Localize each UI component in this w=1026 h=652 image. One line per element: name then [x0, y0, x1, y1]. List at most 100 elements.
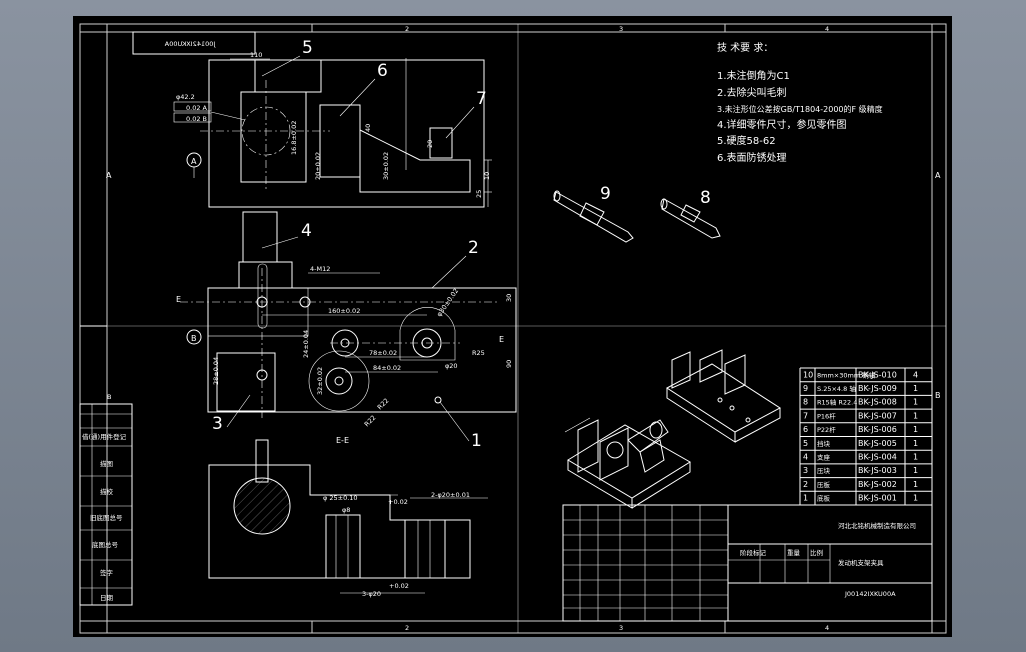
dim-160: 160±0.02 — [328, 307, 360, 315]
zone-bottom-4: 4 — [825, 624, 829, 632]
dim-30b: 30 — [505, 294, 513, 302]
title-stage: 阶段标记 — [740, 548, 767, 557]
balloon-9: 9 — [600, 184, 611, 204]
drawing-number-box: J00142IXKU00A — [132, 31, 256, 55]
sidebar-date: 日期 — [100, 594, 114, 602]
bom-code: BK-JS-007 — [858, 411, 897, 420]
drawing-canvas: 2 3 4 2 3 4 A A B B 借(通)用件登记 描图 描校 旧底图总号… — [79, 23, 947, 634]
gdt-frame-2 — [173, 112, 212, 123]
balloon-2: 2 — [468, 238, 479, 258]
balloon-5: 5 — [302, 38, 313, 58]
dim-phi20a: φ20 — [445, 362, 458, 370]
sidebar-table: B 借(通)用件登记 描图 描校 旧底图总号 底图总号 签字 日期 — [79, 393, 133, 606]
dim-10: 10 — [483, 172, 491, 180]
bom-code: BK-JS-010 — [858, 370, 897, 379]
zone-top-4: 4 — [825, 25, 829, 33]
tech-item-4: 4.详细零件尺寸，参见零件图 — [717, 118, 847, 131]
sidebar-old-no: 旧底图总号 — [90, 513, 123, 522]
svg-text:B: B — [191, 334, 197, 343]
part-9-iso: 9 — [553, 184, 634, 243]
tech-heading: 技 术要 求： — [717, 41, 773, 54]
dim-84: 84±0.02 — [373, 364, 401, 372]
front-view: φ42.2 0.02 A 0.02 B 110 16.8±0.02 20±0.0… — [173, 38, 492, 208]
dim-phi25: φ 25±0.10 — [323, 494, 358, 502]
tech-item-1: 1.未注倒角为C1 — [717, 69, 790, 82]
bom-qty: 1 — [913, 480, 918, 489]
dim-30: 30±0.02 — [382, 152, 390, 180]
title-block: 河北北铭机械制造有限公司 发动机支架夹具 阶段标记 重量 比例 J00142IX… — [562, 504, 933, 622]
outer-frame — [79, 23, 947, 634]
tech-item-2: 2.去除尖叫毛刺 — [717, 86, 787, 99]
bom-code: BK-JS-004 — [858, 453, 897, 462]
bom-no: 7 — [803, 411, 808, 420]
gdt-1: 0.02 A — [186, 104, 208, 112]
gdt-frame-1 — [173, 101, 212, 112]
title-drawing-no: J00142IXKU00A — [844, 590, 896, 598]
sidebar-b: B — [107, 393, 111, 401]
bom-no: 5 — [803, 439, 808, 448]
bom-qty: 1 — [913, 439, 918, 448]
drawing-number-mirror: J00142IXKU00A — [164, 40, 216, 48]
dim-4-m12: 4-M12 — [310, 265, 330, 273]
bom-code: BK-JS-006 — [858, 425, 897, 434]
zone-bottom-3: 3 — [619, 624, 623, 632]
dim-16-8: 16.8±0.02 — [290, 121, 298, 155]
bom-qty: 1 — [913, 384, 918, 393]
dim-r25: R25 — [472, 349, 485, 357]
dim-40: 40 — [364, 124, 372, 132]
bom-no: 3 — [803, 466, 808, 475]
tech-item-5: 5.硬度58-62 — [717, 134, 776, 147]
svg-text:A: A — [191, 157, 197, 166]
title-company: 河北北铭机械制造有限公司 — [838, 521, 916, 530]
bom-no: 9 — [803, 384, 808, 393]
top-view: E E B 4-M12 160±0.02 78±0.02 84±0.02 R25… — [176, 211, 517, 451]
bom-name: 挡块 — [817, 439, 831, 448]
dim-90: 90 — [505, 360, 513, 368]
title-weight: 重量 — [787, 549, 801, 557]
bom-code: BK-JS-005 — [858, 439, 897, 448]
tech-item-3: 3.未注形位公差按GB/T1804-2000的F 级精度 — [717, 104, 883, 114]
zone-right-b: B — [935, 391, 941, 400]
bom-name: 支座 — [817, 453, 831, 462]
dim-28: 28±0.04 — [212, 357, 220, 385]
bom-code: BK-JS-001 — [858, 494, 897, 503]
dim-2phi20: 2-φ20±0.01 — [431, 491, 470, 499]
bom-qty: 1 — [913, 466, 918, 475]
bom-name: 8mm×30mm 销轴 — [817, 370, 876, 379]
assembly-iso — [564, 417, 691, 509]
tech-requirements: 技 术要 求： 1.未注倒角为C1 2.去除尖叫毛刺 3.未注形位公差按GB/T… — [717, 41, 883, 164]
bom-name: S.25×4.8 轴 — [817, 384, 856, 393]
bom-name: 压块 — [817, 466, 831, 475]
section-mark-e-left: E — [176, 295, 181, 304]
bom-name: P22杆 — [817, 425, 836, 434]
section-view: E-E φ 25±0.10 φ8 +0.02 2-φ20±0.01 +0.02 … — [208, 436, 488, 598]
bom-no: 6 — [803, 425, 808, 434]
dim-r22a: R22 — [376, 397, 391, 412]
dim-25: 25 — [475, 190, 483, 198]
bom-code: BK-JS-003 — [858, 466, 897, 475]
bom-no: 2 — [803, 480, 808, 489]
bom-name: 压板 — [817, 480, 831, 489]
dim-r22b: R22 — [363, 414, 378, 429]
title-name: 发动机支架夹具 — [838, 558, 884, 567]
bom-qty: 1 — [913, 494, 918, 503]
balloon-1: 1 — [471, 431, 482, 451]
bom-qty: 1 — [913, 425, 918, 434]
dim-32: 32±0.02 — [316, 367, 324, 395]
section-label: E-E — [336, 436, 349, 445]
bom-no: 1 — [803, 494, 808, 503]
dim-24: 24±0.04 — [302, 330, 310, 358]
balloon-6: 6 — [377, 61, 388, 81]
bom-qty: 1 — [913, 398, 918, 407]
zone-top-3: 3 — [619, 25, 623, 33]
zone-left-a: A — [106, 171, 112, 180]
bom-code: BK-JS-008 — [858, 398, 897, 407]
dim-110: 110 — [250, 51, 262, 59]
balloon-3: 3 — [212, 414, 223, 434]
zone-bottom-2: 2 — [405, 624, 409, 632]
bom-name: P16杆 — [817, 411, 836, 420]
drawing-sheet[interactable]: 2 3 4 2 3 4 A A B B 借(通)用件登记 描图 描校 旧底图总号… — [73, 16, 952, 637]
sidebar-sign: 签字 — [100, 568, 114, 577]
dim-phi30: φ30±0.02 — [435, 287, 460, 318]
